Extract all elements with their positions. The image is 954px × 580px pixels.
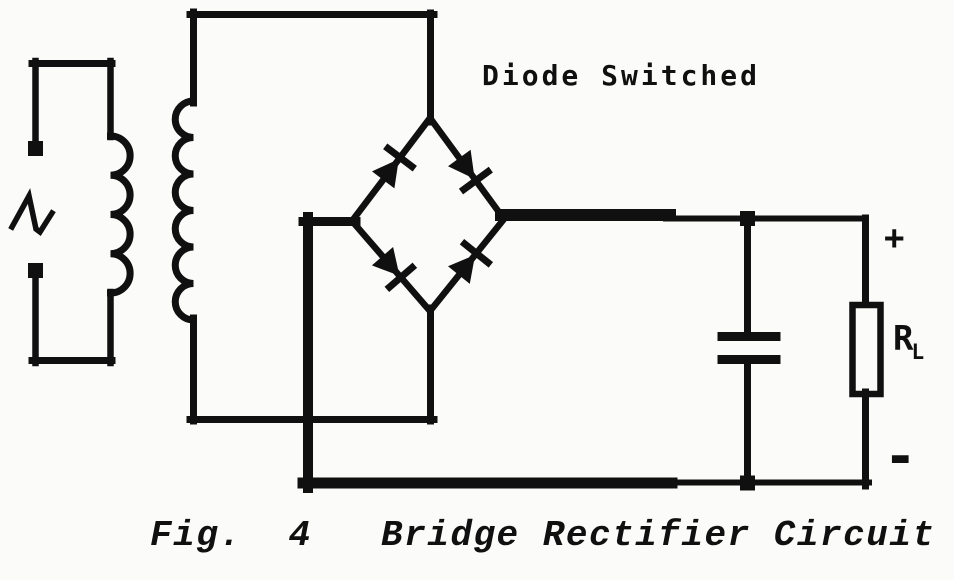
ac-source-terminal-top bbox=[28, 141, 43, 156]
diode-1-icon bbox=[372, 143, 417, 189]
annotation-diode-switched: Diode Switched bbox=[482, 59, 761, 92]
transformer-primary-coil-icon bbox=[106, 132, 134, 297]
diode-4-icon bbox=[448, 238, 494, 284]
transformer-secondary-coil-icon bbox=[171, 97, 198, 324]
bridge-diamond-wires bbox=[347, 112, 509, 317]
diode-1-cathode-bar bbox=[383, 143, 417, 172]
polarity-minus-label: - bbox=[884, 425, 917, 488]
load-resistor-symbol-text: R bbox=[893, 319, 914, 359]
diode-bridge-symbol bbox=[347, 112, 509, 317]
sine-wave-icon bbox=[8, 188, 56, 236]
load-resistor-subscript-text: L bbox=[911, 340, 925, 364]
ac-source-symbol bbox=[8, 57, 116, 367]
diode-2-cathode-bar bbox=[458, 166, 493, 195]
transformer-secondary bbox=[171, 8, 198, 425]
diode-1-anode-triangle bbox=[372, 159, 399, 189]
diode-3-cathode-bar bbox=[384, 262, 418, 293]
filter-capacitor-symbol bbox=[717, 214, 781, 487]
load-resistor-symbol bbox=[849, 214, 884, 490]
polarity-plus-label: + bbox=[884, 218, 905, 258]
resistor-body bbox=[849, 301, 884, 398]
diode-3-anode-triangle bbox=[371, 247, 400, 276]
diode-2-icon bbox=[448, 149, 493, 195]
diode-4-anode-triangle bbox=[448, 254, 476, 284]
load-resistor-label: RL bbox=[893, 319, 926, 363]
diode-3-icon bbox=[371, 247, 418, 293]
figure-caption: Fig. 4 Bridge Rectifier Circuit bbox=[150, 515, 936, 556]
diode-2-anode-triangle bbox=[448, 149, 475, 179]
diode-4-cathode-bar bbox=[459, 238, 494, 268]
